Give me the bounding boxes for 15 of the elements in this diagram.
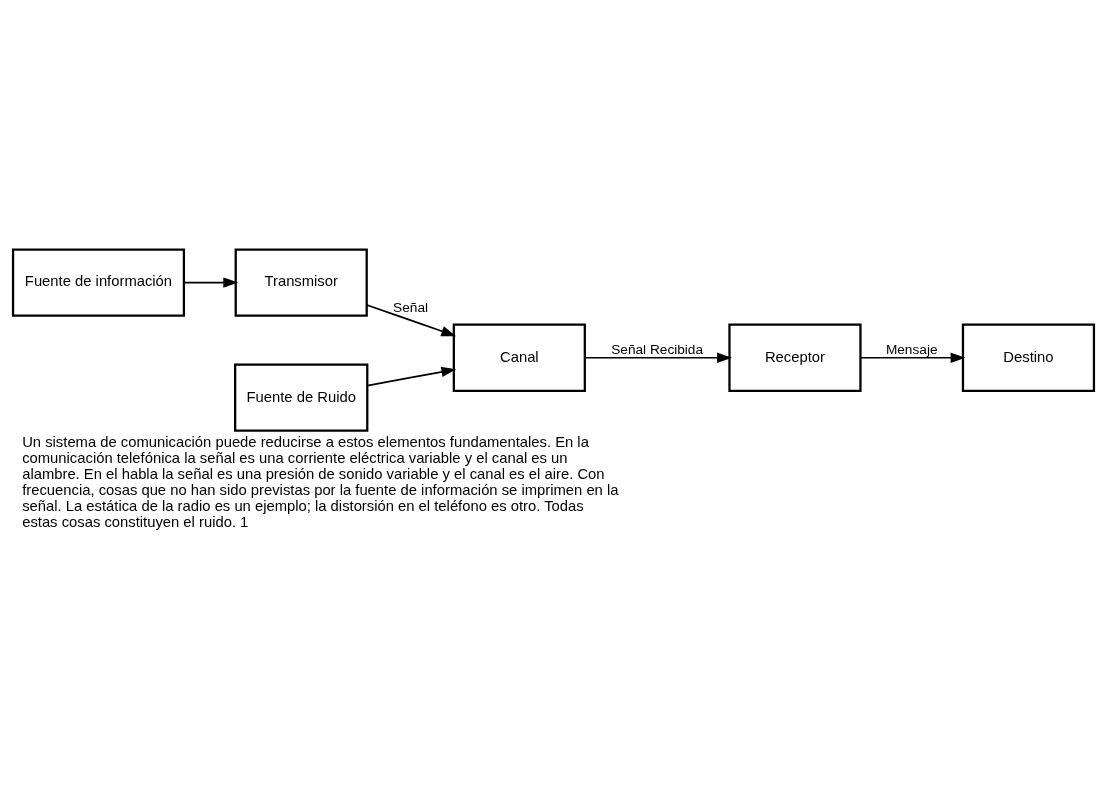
arrow: [365, 304, 457, 337]
edge-label: Mensaje: [885, 341, 938, 357]
caption: Un sistema de comunicación puede reducirse a estos elementos fundamentales. En la comunicación telefónica la señal es una corriente eléctrica variable y el canal es un alambre. En el habla la señal es una presión de sonido variable y el canal es el aire. Con frecuencia, cosas que no han sido previstas por la fuente de información se imprimen en la señal. La estática de la radio es un ejemplo; la distorsión en el teléfono es otro. Todas estas cosas constituyen el ruido. 1: [22, 434, 619, 530]
node-box: Destino: [961, 323, 1096, 392]
arrow: [584, 352, 732, 363]
node-box: Fuente de Ruido: [234, 363, 369, 432]
edge-label: Señal Recibida: [611, 341, 704, 357]
node-box: Canal: [452, 323, 586, 392]
node-box: Transmisor: [234, 248, 368, 317]
arrow: [183, 277, 239, 288]
edge-label: Señal: [393, 299, 429, 315]
arrow: [366, 366, 457, 387]
arrow: [859, 352, 966, 363]
node-box: Fuente de información: [11, 248, 186, 317]
node-box: Receptor: [728, 323, 862, 392]
